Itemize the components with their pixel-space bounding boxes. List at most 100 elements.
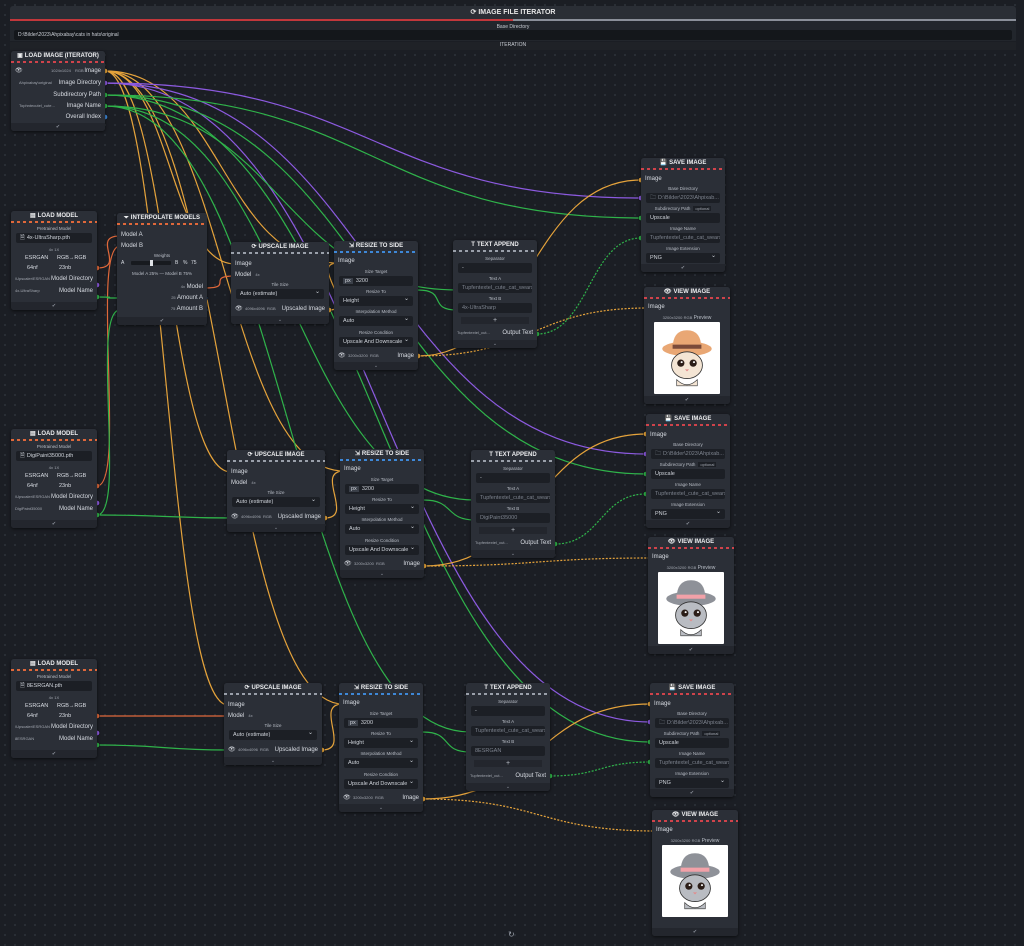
resize-condition-select[interactable]: Upscale And Downscale: [344, 779, 418, 789]
eye-icon[interactable]: 👁: [235, 306, 243, 312]
output-overall-index-label: Overall Index: [65, 114, 101, 120]
output-rgb-tag: RGB: [370, 353, 379, 358]
node-title-text: RESIZE TO SIDE: [360, 685, 409, 691]
separator-label: Separator: [485, 256, 505, 261]
weights-slider-thumb[interactable]: [150, 260, 153, 266]
eye-icon[interactable]: 👁: [228, 747, 236, 753]
arch-tag: ESRGAN: [25, 703, 49, 709]
tile-size-select[interactable]: Auto (estimate): [229, 730, 317, 740]
interpolation-select[interactable]: Auto: [345, 524, 419, 534]
add-text-button[interactable]: +: [461, 317, 529, 324]
image-extension-select[interactable]: PNG: [651, 509, 725, 519]
node-footer: ✔: [652, 928, 738, 936]
add-text-button[interactable]: +: [479, 527, 547, 534]
base-directory-input[interactable]: 🗀D:\Bilder\2023\Ahpixab...: [655, 718, 729, 728]
eye-icon[interactable]: 👁: [344, 561, 352, 567]
eye-icon[interactable]: 👁: [231, 514, 239, 520]
model-file-input[interactable]: 🗎DigiPaint35000.pth: [16, 451, 92, 461]
resize-to-select[interactable]: Height: [345, 504, 419, 514]
image-extension-select[interactable]: PNG: [646, 253, 720, 263]
interpolation-label: Interpolation Method: [360, 751, 402, 756]
resize-to-select[interactable]: Height: [344, 738, 418, 748]
base-directory-input[interactable]: 🗀D:\Bilder\2023\Ahpixab...: [651, 449, 725, 459]
text-b-input[interactable]: 8ESRGAN: [471, 746, 545, 756]
separator-input[interactable]: -: [458, 263, 532, 273]
eye-icon[interactable]: 👁: [15, 68, 23, 74]
resize-to-select[interactable]: Height: [339, 296, 413, 306]
interpolation-select[interactable]: Auto: [339, 316, 413, 326]
image-name-input[interactable]: Tupfentextel_cute_cat_wears: [655, 758, 729, 768]
model-file-input[interactable]: 🗎4x-UltraSharp.pth: [16, 233, 92, 243]
image-extension-select[interactable]: PNG: [655, 778, 729, 788]
eye-icon[interactable]: 👁: [338, 353, 346, 359]
model-file-input[interactable]: 🗎8ESRGAN.pth: [16, 681, 92, 691]
rgb-tag: RGB→RGB: [57, 255, 87, 261]
weights-slider[interactable]: [131, 260, 171, 266]
size-tag: 1X: [54, 695, 60, 700]
node-accent: [652, 820, 738, 822]
add-text-button[interactable]: +: [474, 760, 542, 767]
node-accent: [231, 252, 329, 254]
node-footer: ⌄: [471, 550, 555, 558]
resize-condition-select[interactable]: Upscale And Downscale: [345, 545, 419, 555]
weight-value[interactable]: 75: [191, 260, 197, 266]
image-name-input[interactable]: Tupfentextel_cute_cat_wears: [646, 233, 720, 243]
node-title-text: INTERPOLATE MODELS: [130, 215, 201, 221]
interpolate-models-node[interactable]: ⏷INTERPOLATE MODELS Model A Model B Weig…: [117, 213, 207, 325]
subdirectory-input[interactable]: Upscale: [651, 469, 725, 479]
text-a-input[interactable]: Tupfentextel_cute_cat_wears: [476, 493, 550, 503]
node-title: 💾SAVE IMAGE: [641, 158, 725, 168]
bottom-rotate-icon[interactable]: ↻: [508, 930, 515, 939]
node-footer: ✔: [11, 520, 97, 528]
subdirectory-input[interactable]: Upscale: [646, 213, 720, 223]
pretrained-model-label: Pretrained Model: [36, 226, 72, 231]
text-b-input[interactable]: 4x-UltraSharp: [458, 303, 532, 313]
separator-input[interactable]: -: [476, 473, 550, 483]
tile-size-select[interactable]: Auto (estimate): [236, 289, 324, 299]
image-name-input[interactable]: Tupfentextel_cute_cat_wears: [651, 489, 725, 499]
base-directory-input[interactable]: 🗀D:\Bilder\2023\Ahpixab...: [646, 193, 720, 203]
separator-input[interactable]: -: [471, 706, 545, 716]
resize-condition-select[interactable]: Upscale And Downscale: [339, 337, 413, 347]
size-target-label: Size Target: [370, 477, 394, 482]
base-directory-label: Base Directory: [677, 711, 707, 716]
subdirectory-input[interactable]: Upscale: [655, 738, 729, 748]
node-title: 👁VIEW IMAGE: [648, 537, 734, 547]
text-a-input[interactable]: Tupfentextel_cute_cat_wears: [458, 283, 532, 293]
node-title-text: TEXT APPEND: [489, 685, 532, 691]
tile-size-select[interactable]: Auto (estimate): [232, 497, 320, 507]
text-a-input[interactable]: Tupfentextel_cute_cat_wears: [471, 726, 545, 736]
input-image-label: Image: [648, 304, 665, 310]
text-b-input[interactable]: DigiPaint35000: [476, 513, 550, 523]
base-directory-input[interactable]: D:\Bilder\2023\Ahpixabay\cats in hats\or…: [14, 30, 1012, 40]
eye-icon: 👁: [663, 289, 672, 295]
interpolation-select[interactable]: Auto: [344, 758, 418, 768]
eye-icon[interactable]: 👁: [343, 795, 351, 801]
input-image-label: Image: [652, 554, 669, 560]
weights-slider-row[interactable]: A B % 75: [121, 258, 203, 268]
